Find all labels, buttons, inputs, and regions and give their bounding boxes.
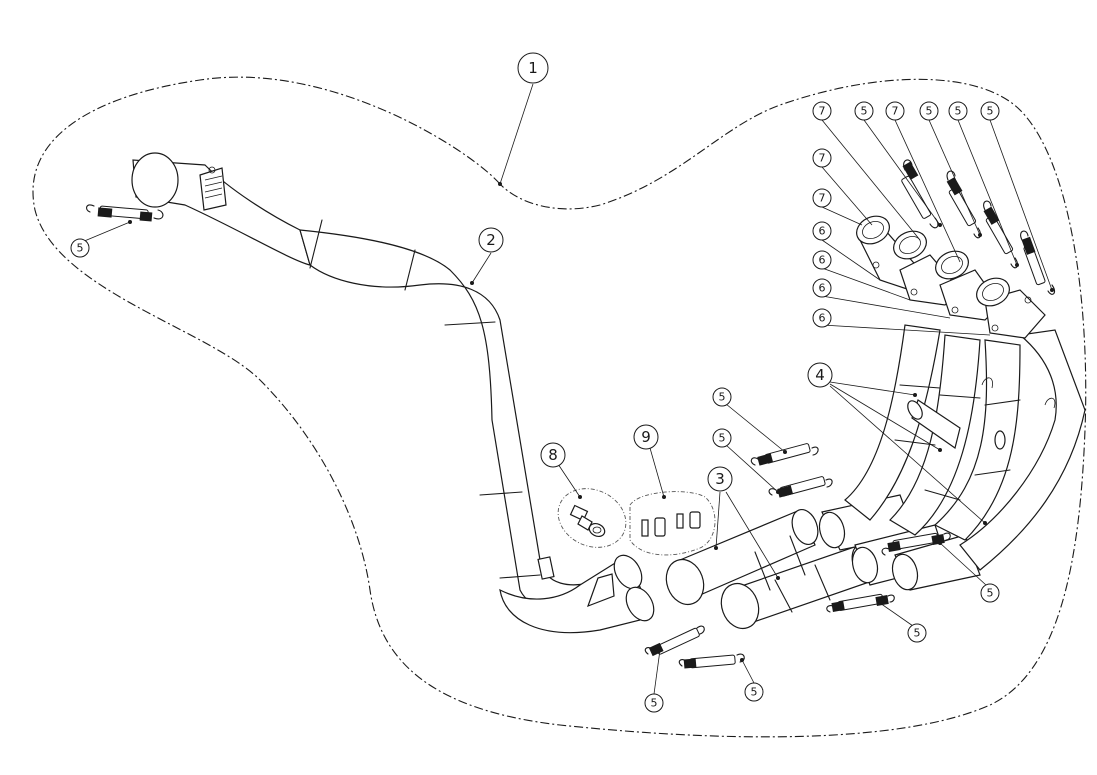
spring-top-4	[1020, 230, 1056, 295]
spring-lower-left-1	[644, 625, 705, 657]
spring-lower-right-1	[826, 593, 895, 613]
callout-5-bottom-right-1-label: 5	[914, 627, 921, 640]
callout-5-bottom-2-label: 5	[751, 686, 758, 699]
spring-mid-2	[768, 476, 833, 498]
callout-2-label: 2	[486, 231, 496, 249]
link-pipe	[131, 152, 655, 634]
callout-5-top-1: 5	[854, 101, 874, 121]
callout-5-bottom-2: 5	[744, 682, 764, 702]
sensor-bung-kit	[557, 488, 627, 548]
leader-lines	[81, 83, 1054, 695]
small-parts-kit	[629, 491, 716, 556]
flanges-gaskets	[856, 215, 1046, 339]
callout-6-b-label: 6	[819, 254, 826, 267]
callout-4: 4	[807, 362, 833, 388]
callout-5-top-4-label: 5	[987, 105, 994, 118]
callout-8-label: 8	[548, 446, 558, 464]
callout-6-c-label: 6	[819, 282, 826, 295]
callout-5-bottom-right-2: 5	[980, 583, 1000, 603]
callout-4-label: 4	[815, 366, 825, 384]
spring-top-1	[901, 159, 939, 229]
callout-1: 1	[517, 52, 549, 84]
assembly-boundary	[32, 76, 1087, 738]
callout-9: 9	[633, 424, 659, 450]
callout-6-b: 6	[812, 250, 832, 270]
callout-6-d-label: 6	[819, 312, 826, 325]
callout-5-top-3-label: 5	[955, 105, 962, 118]
callout-7-c: 7	[812, 148, 832, 168]
callout-6-a: 6	[812, 221, 832, 241]
callout-7-a-label: 7	[819, 105, 826, 118]
callout-5-mid-1-label: 5	[719, 391, 726, 404]
callout-6-c: 6	[812, 278, 832, 298]
callout-5-top-1-label: 5	[861, 105, 868, 118]
callout-5-upper-left-label: 5	[77, 242, 84, 255]
spring-top-3	[983, 200, 1019, 269]
callout-7-c-label: 7	[819, 152, 826, 165]
spring-top-2	[946, 170, 982, 239]
callout-1-label: 1	[528, 59, 538, 77]
callout-7-a: 7	[812, 101, 832, 121]
callout-6-a-label: 6	[819, 225, 826, 238]
spring-upper-left	[85, 204, 164, 222]
callout-6-d: 6	[812, 308, 832, 328]
spring-lower-right-2	[881, 532, 951, 556]
callout-8: 8	[540, 442, 566, 468]
header-pipes	[844, 324, 1086, 571]
callout-7-b-label: 7	[892, 105, 899, 118]
callout-5-top-3: 5	[948, 101, 968, 121]
callout-5-top-2-label: 5	[926, 105, 933, 118]
callout-5-upper-left: 5	[70, 238, 90, 258]
collector-pipes	[665, 494, 981, 630]
callout-5-top-2: 5	[919, 101, 939, 121]
callout-5-bottom-1-label: 5	[651, 697, 658, 710]
callout-2: 2	[478, 227, 504, 253]
callout-7-d-label: 7	[819, 192, 826, 205]
callout-5-mid-2: 5	[712, 428, 732, 448]
callout-7-b: 7	[885, 101, 905, 121]
callout-7-d: 7	[812, 188, 832, 208]
spring-lower-left-2	[678, 653, 745, 669]
callout-5-bottom-right-2-label: 5	[987, 587, 994, 600]
callout-3-label: 3	[715, 470, 725, 488]
callout-5-top-4: 5	[980, 101, 1000, 121]
callout-5-bottom-1: 5	[644, 693, 664, 713]
spring-mid-1	[750, 443, 819, 466]
callout-9-label: 9	[641, 428, 651, 446]
callout-5-bottom-right-1: 5	[907, 623, 927, 643]
callout-5-mid-2-label: 5	[719, 432, 726, 445]
callout-3: 3	[707, 466, 733, 492]
callout-5-mid-1: 5	[712, 387, 732, 407]
